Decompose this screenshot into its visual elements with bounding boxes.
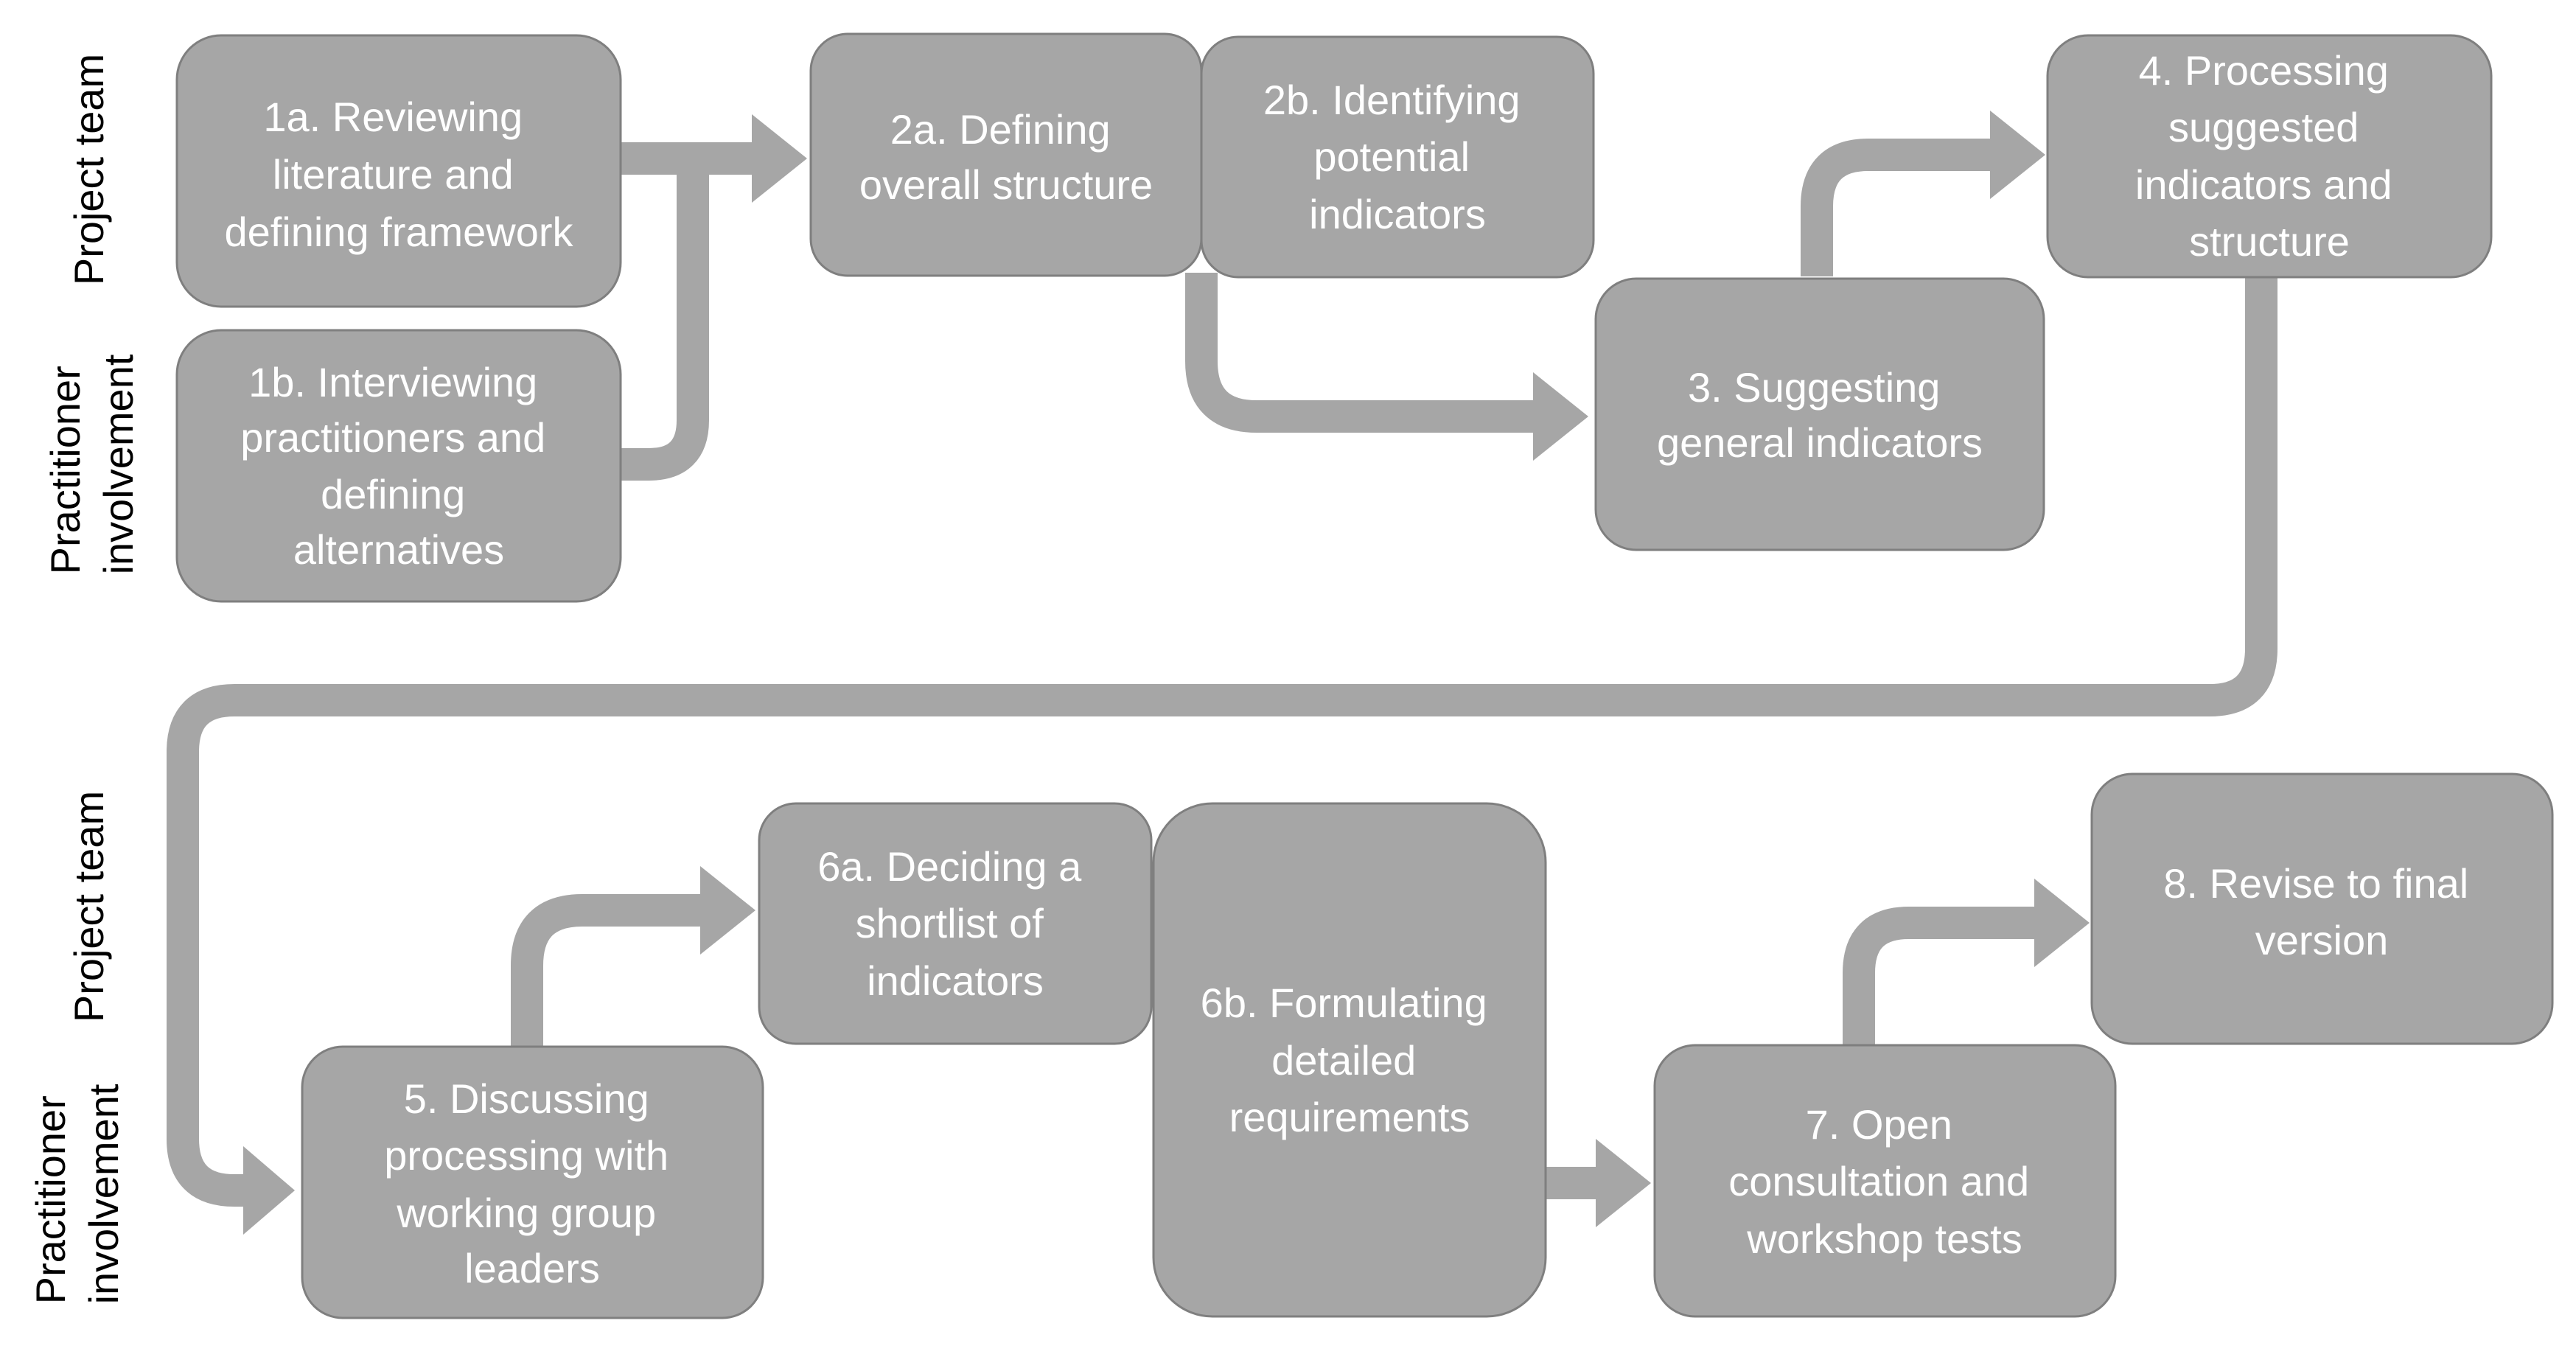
arrow-7-to-8: [1843, 907, 2034, 1045]
step-2b: 2b. Identifying potential indicators: [1200, 35, 1595, 279]
step-7-label: 7. Open consultation and workshop tests: [1728, 1101, 2040, 1262]
step-8: 8. Revise to final version: [2090, 772, 2554, 1045]
lane-label-bottom-practitioner: Practitioner involvement: [27, 1084, 127, 1304]
step-6b: 6b. Formulating detailed requirements: [1152, 802, 1547, 1318]
step-1a: 1a. Reviewing literature and defining fr…: [175, 34, 622, 308]
arrow-head-5-to-6a: [700, 866, 755, 955]
step-4-label: 4. Processing suggested indicators and s…: [2135, 47, 2404, 265]
step-3: 3. Suggesting general indicators: [1594, 277, 2045, 551]
arrow-head-6b-to-7: [1596, 1139, 1651, 1227]
arrow-head-1a-to-2a: [752, 114, 807, 203]
arrow-head-3-to-4: [1990, 111, 2045, 199]
lane-labels: Project team Practitioner involvement Pr…: [27, 54, 142, 1305]
arrow-1b-to-2a: [619, 158, 709, 481]
step-5-label: 5. Discussing processing with working gr…: [384, 1075, 680, 1291]
step-1b-label: 1b. Interviewing practitioners and defin…: [240, 359, 557, 573]
arrow-2a-to-3: [1185, 273, 1533, 433]
arrow-4-to-5: [167, 276, 2277, 1207]
step-2a: 2a. Defining overall structure: [809, 32, 1203, 277]
step-1a-label: 1a. Reviewing literature and defining fr…: [224, 94, 573, 255]
step-6b-label: 6b. Formulating detailed requirements: [1201, 980, 1499, 1140]
step-6a-label: 6a. Deciding a shortlist of indicators: [817, 843, 1093, 1004]
step-3-label: 3. Suggesting general indicators: [1657, 364, 1983, 466]
lane-label-top-practitioner: Practitioner involvement: [42, 354, 142, 574]
arrow-5-to-6a: [511, 894, 700, 1047]
connectors: [167, 111, 2277, 1235]
lane-label-bottom-project-team: Project team: [66, 791, 112, 1022]
arrow-head-7-to-8: [2034, 879, 2090, 967]
step-5: 5. Discussing processing with working gr…: [301, 1045, 764, 1319]
arrow-3-to-4: [1801, 139, 1990, 276]
step-7: 7. Open consultation and workshop tests: [1653, 1044, 2117, 1318]
step-1b: 1b. Interviewing practitioners and defin…: [175, 329, 622, 603]
step-8-label: 8. Revise to final version: [2163, 860, 2480, 963]
step-4: 4. Processing suggested indicators and s…: [2046, 34, 2493, 279]
step-2b-label: 2b. Identifying potential indicators: [1263, 77, 1532, 237]
arrow-head-2a-to-3: [1533, 372, 1588, 461]
step-2a-label: 2a. Defining overall structure: [859, 106, 1153, 208]
step-6a: 6a. Deciding a shortlist of indicators: [758, 802, 1153, 1045]
arrow-head-4-to-5: [243, 1146, 295, 1235]
lane-label-top-project-team: Project team: [66, 54, 112, 285]
